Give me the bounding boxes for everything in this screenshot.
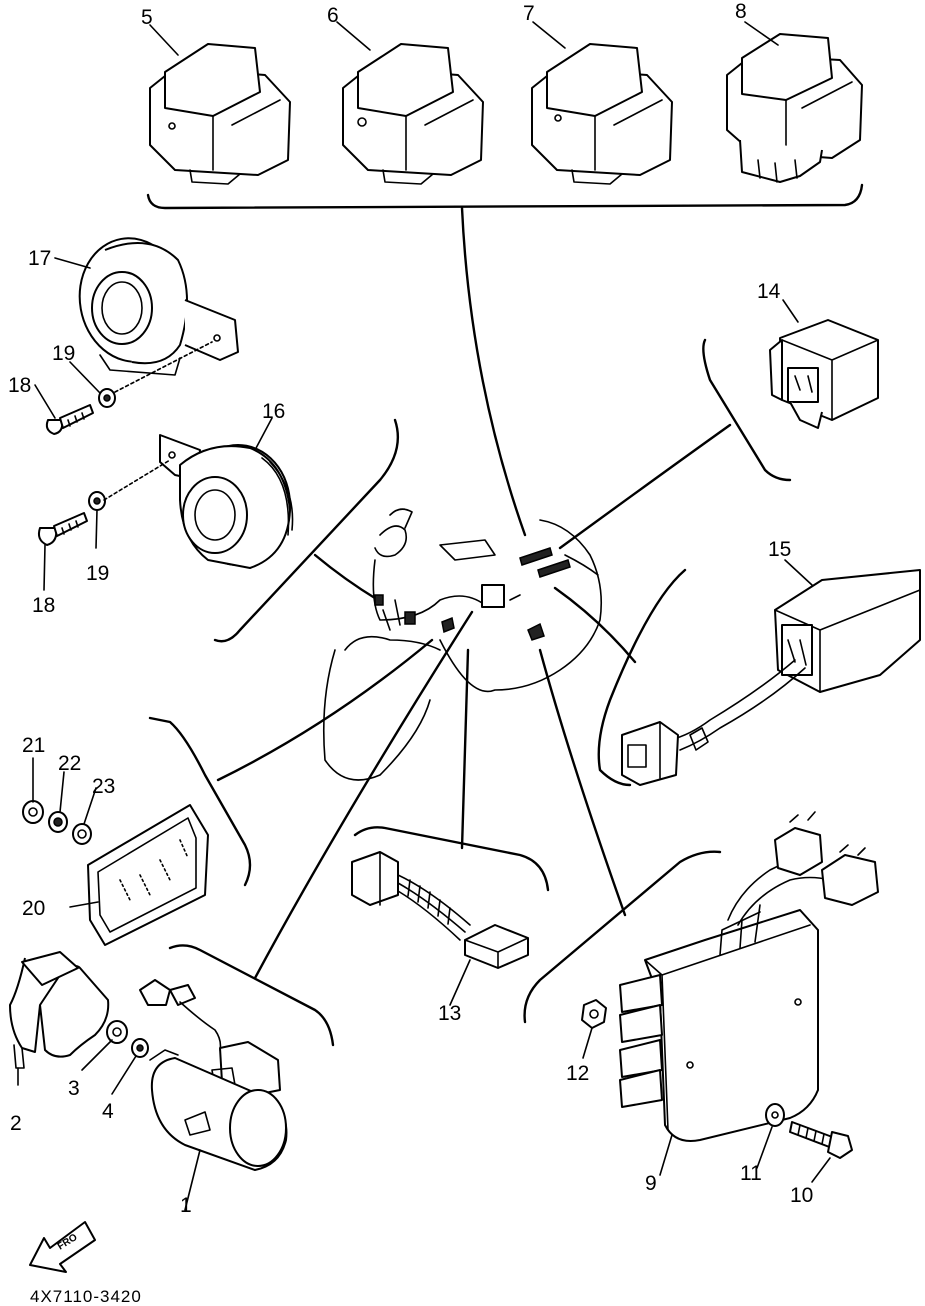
washer-19-upper (98, 388, 116, 408)
part-number-labels: 5 6 7 8 17 19 18 16 14 15 19 18 21 22 23… (8, 0, 813, 1217)
horn-group-leader (313, 553, 380, 602)
nut-3 (106, 1020, 128, 1044)
nut-23 (72, 823, 92, 845)
part-number-23: 23 (92, 775, 115, 798)
part-number-17: 17 (28, 247, 51, 270)
part-number-1: 1 (180, 1194, 192, 1217)
part-number-20: 20 (22, 897, 45, 920)
unit-14-leader (558, 423, 732, 550)
front-arrow-icon: FRO (29, 1221, 96, 1273)
horn-group-bracket (213, 418, 399, 643)
part-number-11: 11 (740, 1162, 762, 1185)
part-number-2: 2 (10, 1112, 22, 1135)
light-holder-2 (9, 951, 110, 1086)
part-number-10: 10 (790, 1184, 813, 1207)
part-number-19-upper: 19 (52, 342, 75, 365)
part-number-4: 4 (102, 1100, 114, 1123)
leader-16-dashed (103, 459, 171, 501)
screw-18-lower (37, 512, 88, 546)
part-number-leaders (32, 21, 831, 1183)
reflector-bracket (148, 716, 252, 887)
frame-sketch (322, 508, 603, 781)
harness-bracket (353, 826, 550, 892)
part-number-9: 9 (645, 1172, 657, 1195)
reflector-20 (87, 804, 209, 946)
part-number-22: 22 (58, 752, 81, 775)
drawing-code: 4X7110-3420 (30, 1287, 142, 1306)
part-number-6: 6 (327, 4, 339, 27)
unit-14 (769, 319, 879, 429)
relay-5 (149, 43, 291, 185)
washer-4 (131, 1038, 149, 1058)
part-number-14: 14 (757, 280, 781, 303)
wire-harness-13 (351, 851, 529, 969)
bolt-10 (789, 1121, 853, 1159)
part-number-7: 7 (523, 2, 535, 25)
part-number-21: 21 (22, 734, 45, 757)
relay-8 (726, 33, 863, 183)
part-number-18-upper: 18 (8, 374, 31, 397)
light-group-bracket (168, 944, 335, 1047)
part-number-19-lower: 19 (86, 562, 109, 585)
unit-9-leader (538, 648, 627, 917)
socket-1 (139, 979, 288, 1211)
part-number-12: 12 (566, 1062, 589, 1085)
nut-12 (581, 999, 607, 1029)
nut-22 (48, 811, 68, 833)
leader-17-dashed (114, 341, 213, 393)
unit-15-bracket (597, 568, 687, 787)
relay-6 (342, 43, 484, 185)
washer-11 (765, 1103, 785, 1127)
part-number-15: 15 (768, 538, 791, 561)
part-number-13: 13 (438, 1002, 461, 1025)
part-number-3: 3 (68, 1077, 80, 1100)
horn-16 (159, 434, 294, 569)
part-number-8: 8 (735, 0, 747, 23)
washer-19-lower (88, 491, 106, 511)
horn-17 (78, 237, 239, 376)
reflector-leader (216, 638, 434, 782)
light-group-leader (253, 610, 474, 980)
relay-7 (531, 43, 673, 185)
unit-15 (621, 569, 921, 786)
unit-9 (619, 811, 879, 1142)
part-number-18-lower: 18 (32, 594, 55, 617)
harness-leader (460, 648, 470, 850)
part-number-16: 16 (262, 400, 285, 423)
nut-21 (22, 800, 44, 824)
part-number-5: 5 (141, 6, 153, 29)
relay-group-bracket (146, 183, 864, 537)
screw-18-upper (45, 404, 94, 435)
unit-14-bracket (702, 338, 792, 482)
unit-9-bracket (523, 850, 722, 1024)
unit-15-leader (553, 586, 637, 664)
